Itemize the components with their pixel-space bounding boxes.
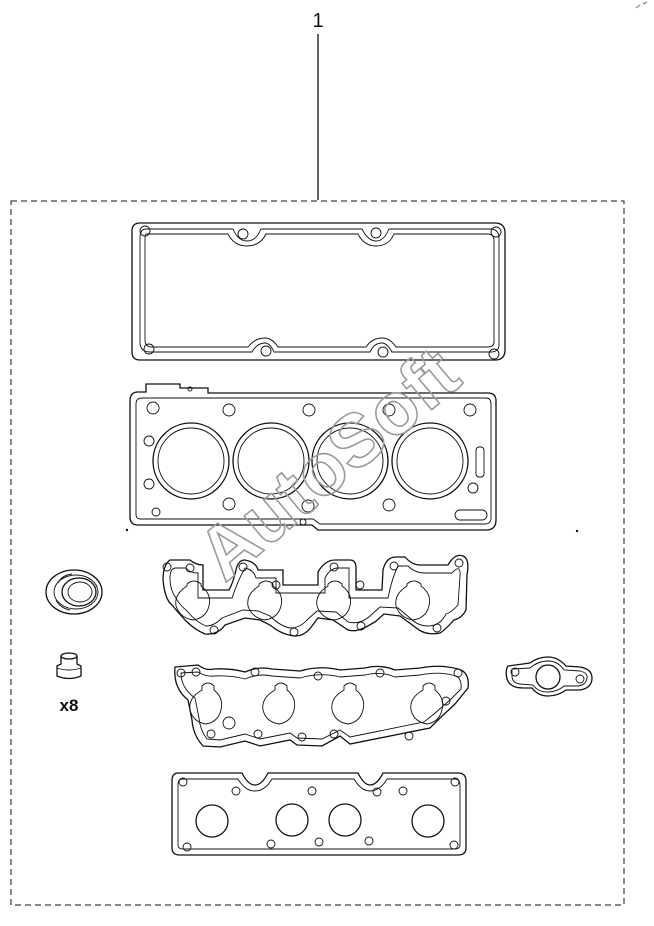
- callout-number: 1: [312, 10, 323, 32]
- valve-stem-seal: [56, 652, 82, 680]
- lower-manifold-gasket: [171, 772, 467, 856]
- exhaust-manifold-gasket: [174, 664, 469, 748]
- kit-boundary-box: [10, 200, 625, 906]
- valve-stem-seal-quantity: x8: [60, 696, 79, 715]
- oil-seal-ring: [45, 569, 103, 615]
- rocker-cover-gasket: [131, 222, 506, 361]
- flange-gasket: [505, 656, 593, 697]
- dot-mark: [575, 529, 579, 533]
- watermark-text: AutoSoft: [182, 331, 475, 595]
- intake-manifold-gasket: [162, 554, 469, 637]
- corner-mark: [635, 1, 648, 9]
- cylinder-head-gasket: [129, 383, 497, 531]
- dot-mark: [125, 528, 129, 532]
- autosoft-watermark: AutoSoft: [181, 330, 475, 596]
